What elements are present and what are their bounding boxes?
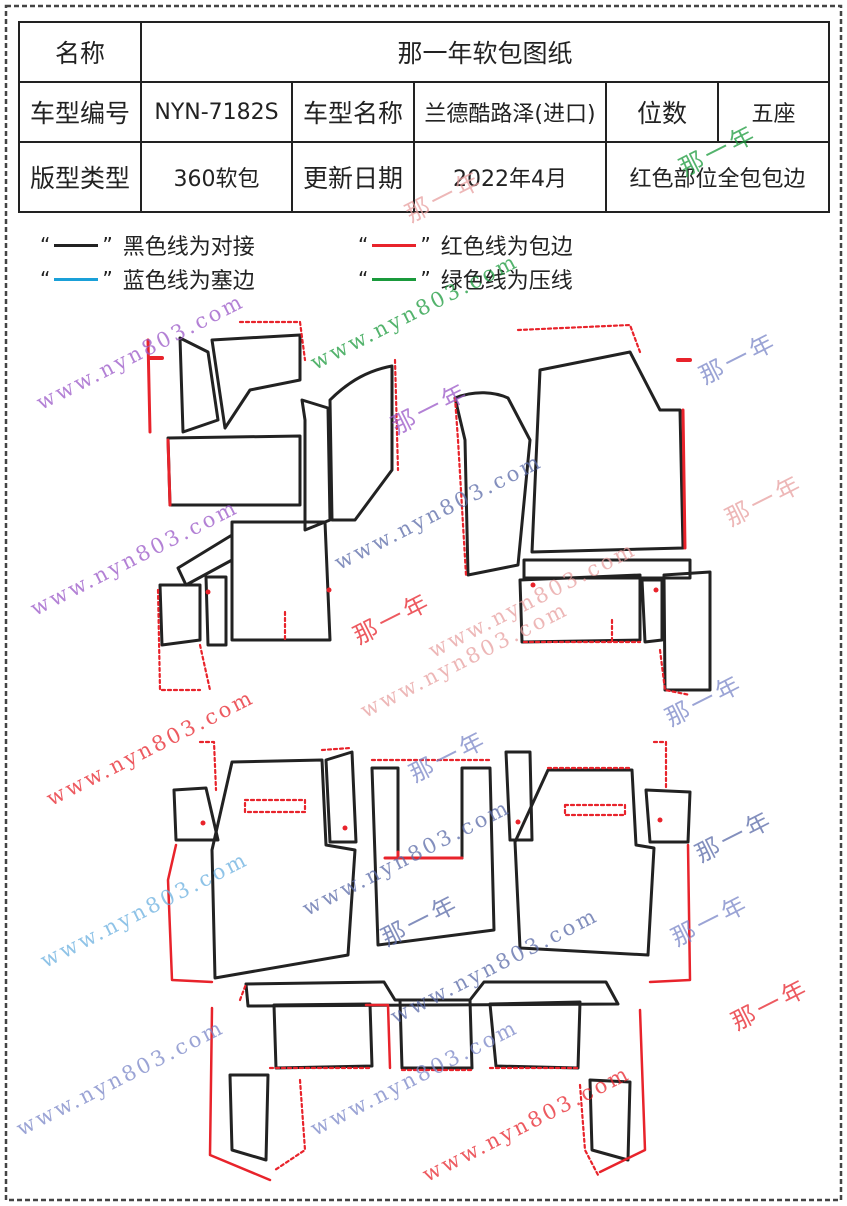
drawing-title: 那一年软包图纸 [139, 21, 831, 83]
name-label: 名称 [18, 21, 142, 83]
layout-type-value: 360软包 [140, 141, 293, 213]
front-left-pillar [178, 336, 220, 434]
legend-label: 红色线为包边 [440, 235, 573, 260]
hole-marker [205, 589, 211, 595]
rear-right-seat-floor [513, 768, 656, 957]
update-date-value: 2022年4月 [413, 141, 607, 213]
red-line-swatch [372, 243, 417, 247]
model-name-value: 兰德酷路泽(进口) [413, 81, 607, 143]
legend-label: 绿色线为压线 [440, 269, 573, 294]
front-right-side-panel [453, 391, 532, 577]
model-code-label: 车型编号 [18, 81, 142, 143]
seats-label: 位数 [605, 81, 719, 143]
legend-label: 蓝色线为塞边 [122, 269, 255, 294]
front-left-floor [230, 520, 332, 642]
front-right-main-piece [530, 350, 685, 554]
legend-item-blue: “ ” 蓝色线为塞边 [40, 263, 255, 295]
edge-binding-red [166, 438, 172, 507]
front-left-upper-panel [210, 333, 302, 430]
model-name-label: 车型名称 [291, 81, 415, 143]
rear-center-floor [370, 766, 496, 947]
line-legend: “ ” 黑色线为对接 “ ” 红色线为包边 “ ” 蓝色线为塞边 “ ” 绿色线… [40, 229, 660, 299]
note-value: 红色部位全包包边 [604, 141, 831, 213]
model-code-value: NYN-7182S [140, 81, 293, 143]
legend-item-red: “ ” 红色线为包边 [358, 229, 573, 261]
blue-line-swatch [54, 277, 99, 281]
legend-item-black: “ ” 黑色线为对接 [40, 229, 255, 261]
seats-value: 五座 [716, 81, 831, 143]
rear-left-seat-floor [210, 758, 357, 980]
black-line-swatch [54, 243, 99, 247]
front-left-main-piece [166, 434, 302, 507]
legend-label: 黑色线为对接 [122, 235, 255, 260]
legend-item-green: “ ” 绿色线为压线 [358, 263, 573, 295]
rear-left-pillar [324, 750, 358, 844]
front-left-tunnel [300, 398, 332, 532]
update-date-label: 更新日期 [291, 141, 415, 213]
green-line-swatch [372, 277, 417, 281]
rear-right-pillar [504, 750, 534, 842]
info-table: 名称 那一年软包图纸 车型编号 NYN-7182S 车型名称 兰德酷路泽(进口)… [18, 21, 831, 213]
layout-type-label: 版型类型 [18, 141, 142, 213]
